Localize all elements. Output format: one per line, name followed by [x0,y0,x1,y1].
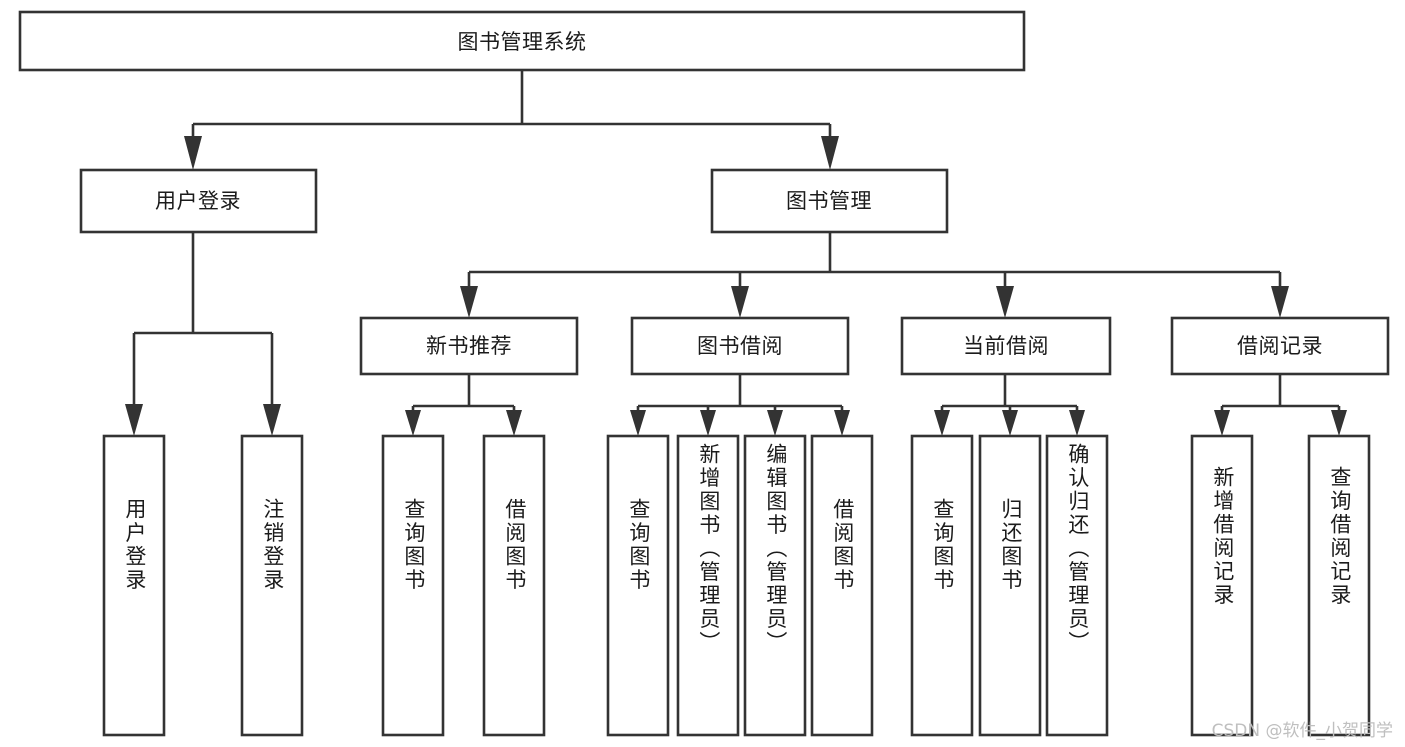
leaf-box-query-book-2[interactable] [606,434,670,737]
arrow-currentborrow-leaf-3 [1069,410,1085,436]
node-root-box[interactable] [18,10,1026,72]
node-new-book-recommend-label: 新书推荐 [426,334,512,358]
node-book-management[interactable]: 图书管理 [710,168,949,234]
arrow-bookborrow-leaf-3 [767,410,783,436]
node-current-borrow[interactable]: 当前借阅 [900,316,1112,376]
arrow-to-book-mgmt [821,136,839,170]
arrow-bookborrow-leaf-2 [700,410,716,436]
node-new-book-recommend[interactable]: 新书推荐 [359,316,579,376]
leaf-box-borrow-book-1[interactable] [482,434,546,737]
arrow-bookborrow-leaf-4 [834,410,850,436]
node-current-borrow-label: 当前借阅 [963,334,1049,358]
leaf-box-return-book[interactable] [978,434,1042,737]
arrow-to-new-book-rec [460,286,478,318]
arrow-to-leaf-user-login [125,404,143,436]
node-book-borrow-label: 图书借阅 [697,334,783,358]
arrow-to-book-borrow [731,286,749,318]
node-borrow-record-label: 借阅记录 [1237,334,1323,358]
leaf-box-query-book-3[interactable] [910,434,974,737]
leaf-box-edit-book-admin[interactable] [743,434,807,737]
leaf-box-confirm-return-admin[interactable] [1045,434,1109,737]
arrow-to-current-borrow [996,286,1014,318]
arrow-borrowrecord-leaf-1 [1214,410,1230,436]
node-book-management-label: 图书管理 [786,189,872,213]
arrow-bookborrow-leaf-1 [630,410,646,436]
arrow-to-leaf-logout [263,404,281,436]
leaf-boxes-group [102,434,1371,737]
node-root[interactable]: 图书管理系统 [18,10,1026,72]
leaf-box-add-borrow-record[interactable] [1190,434,1254,737]
node-root-label: 图书管理系统 [458,30,587,54]
node-user-login-box[interactable] [79,168,318,234]
leaf-box-query-borrow-record[interactable] [1307,434,1371,737]
arrow-currentborrow-leaf-2 [1002,410,1018,436]
arrow-newbook-leaf-1 [405,410,421,436]
arrow-to-user-login [184,136,202,170]
leaf-box-borrow-book-2[interactable] [810,434,874,737]
leaf-box-logout[interactable] [240,434,304,737]
node-book-borrow-box[interactable] [630,316,850,376]
node-user-login[interactable]: 用户登录 [79,168,318,234]
leaf-box-query-book-1[interactable] [381,434,445,737]
node-borrow-record-box[interactable] [1170,316,1390,376]
node-book-management-box[interactable] [710,168,949,234]
node-book-borrow[interactable]: 图书借阅 [630,316,850,376]
edges-group [125,70,1347,436]
node-current-borrow-box[interactable] [900,316,1112,376]
arrow-to-borrow-record [1271,286,1289,318]
leaf-box-add-book-admin[interactable] [676,434,740,737]
node-user-login-label: 用户登录 [155,189,241,213]
arrow-currentborrow-leaf-1 [934,410,950,436]
node-borrow-record[interactable]: 借阅记录 [1170,316,1390,376]
leaf-box-user-login[interactable] [102,434,166,737]
arrow-newbook-leaf-2 [506,410,522,436]
arrow-borrowrecord-leaf-2 [1331,410,1347,436]
node-new-book-recommend-box[interactable] [359,316,579,376]
